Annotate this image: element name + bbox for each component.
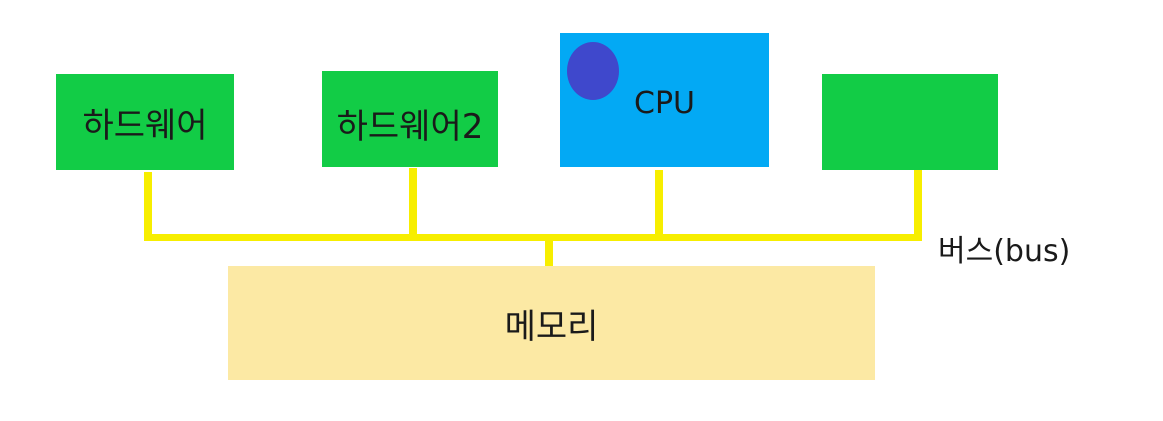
cpu-box-label: CPU — [634, 85, 695, 121]
cpu-dot-icon — [567, 42, 619, 100]
bus-line — [144, 234, 922, 241]
bus-label: 버스(bus) — [938, 234, 1071, 269]
bus-connector-cpu — [655, 170, 663, 238]
hardware-box-2: 하드웨어2 — [322, 71, 498, 167]
bus-connector-hardware1 — [144, 172, 152, 238]
bus-connector-hardware2 — [409, 168, 417, 238]
hardware-box-2-label: 하드웨어2 — [336, 106, 484, 147]
hardware-box-1: 하드웨어 — [56, 74, 234, 170]
hardware-box-1-label: 하드웨어 — [82, 105, 208, 146]
hardware-box-3 — [822, 74, 998, 170]
bus-connector-hardware3 — [914, 170, 922, 238]
memory-box-label: 메모리 — [504, 306, 599, 347]
cpu-box: CPU — [560, 33, 769, 167]
bus-connector-memory — [545, 238, 553, 266]
memory-box: 메모리 — [228, 266, 875, 380]
